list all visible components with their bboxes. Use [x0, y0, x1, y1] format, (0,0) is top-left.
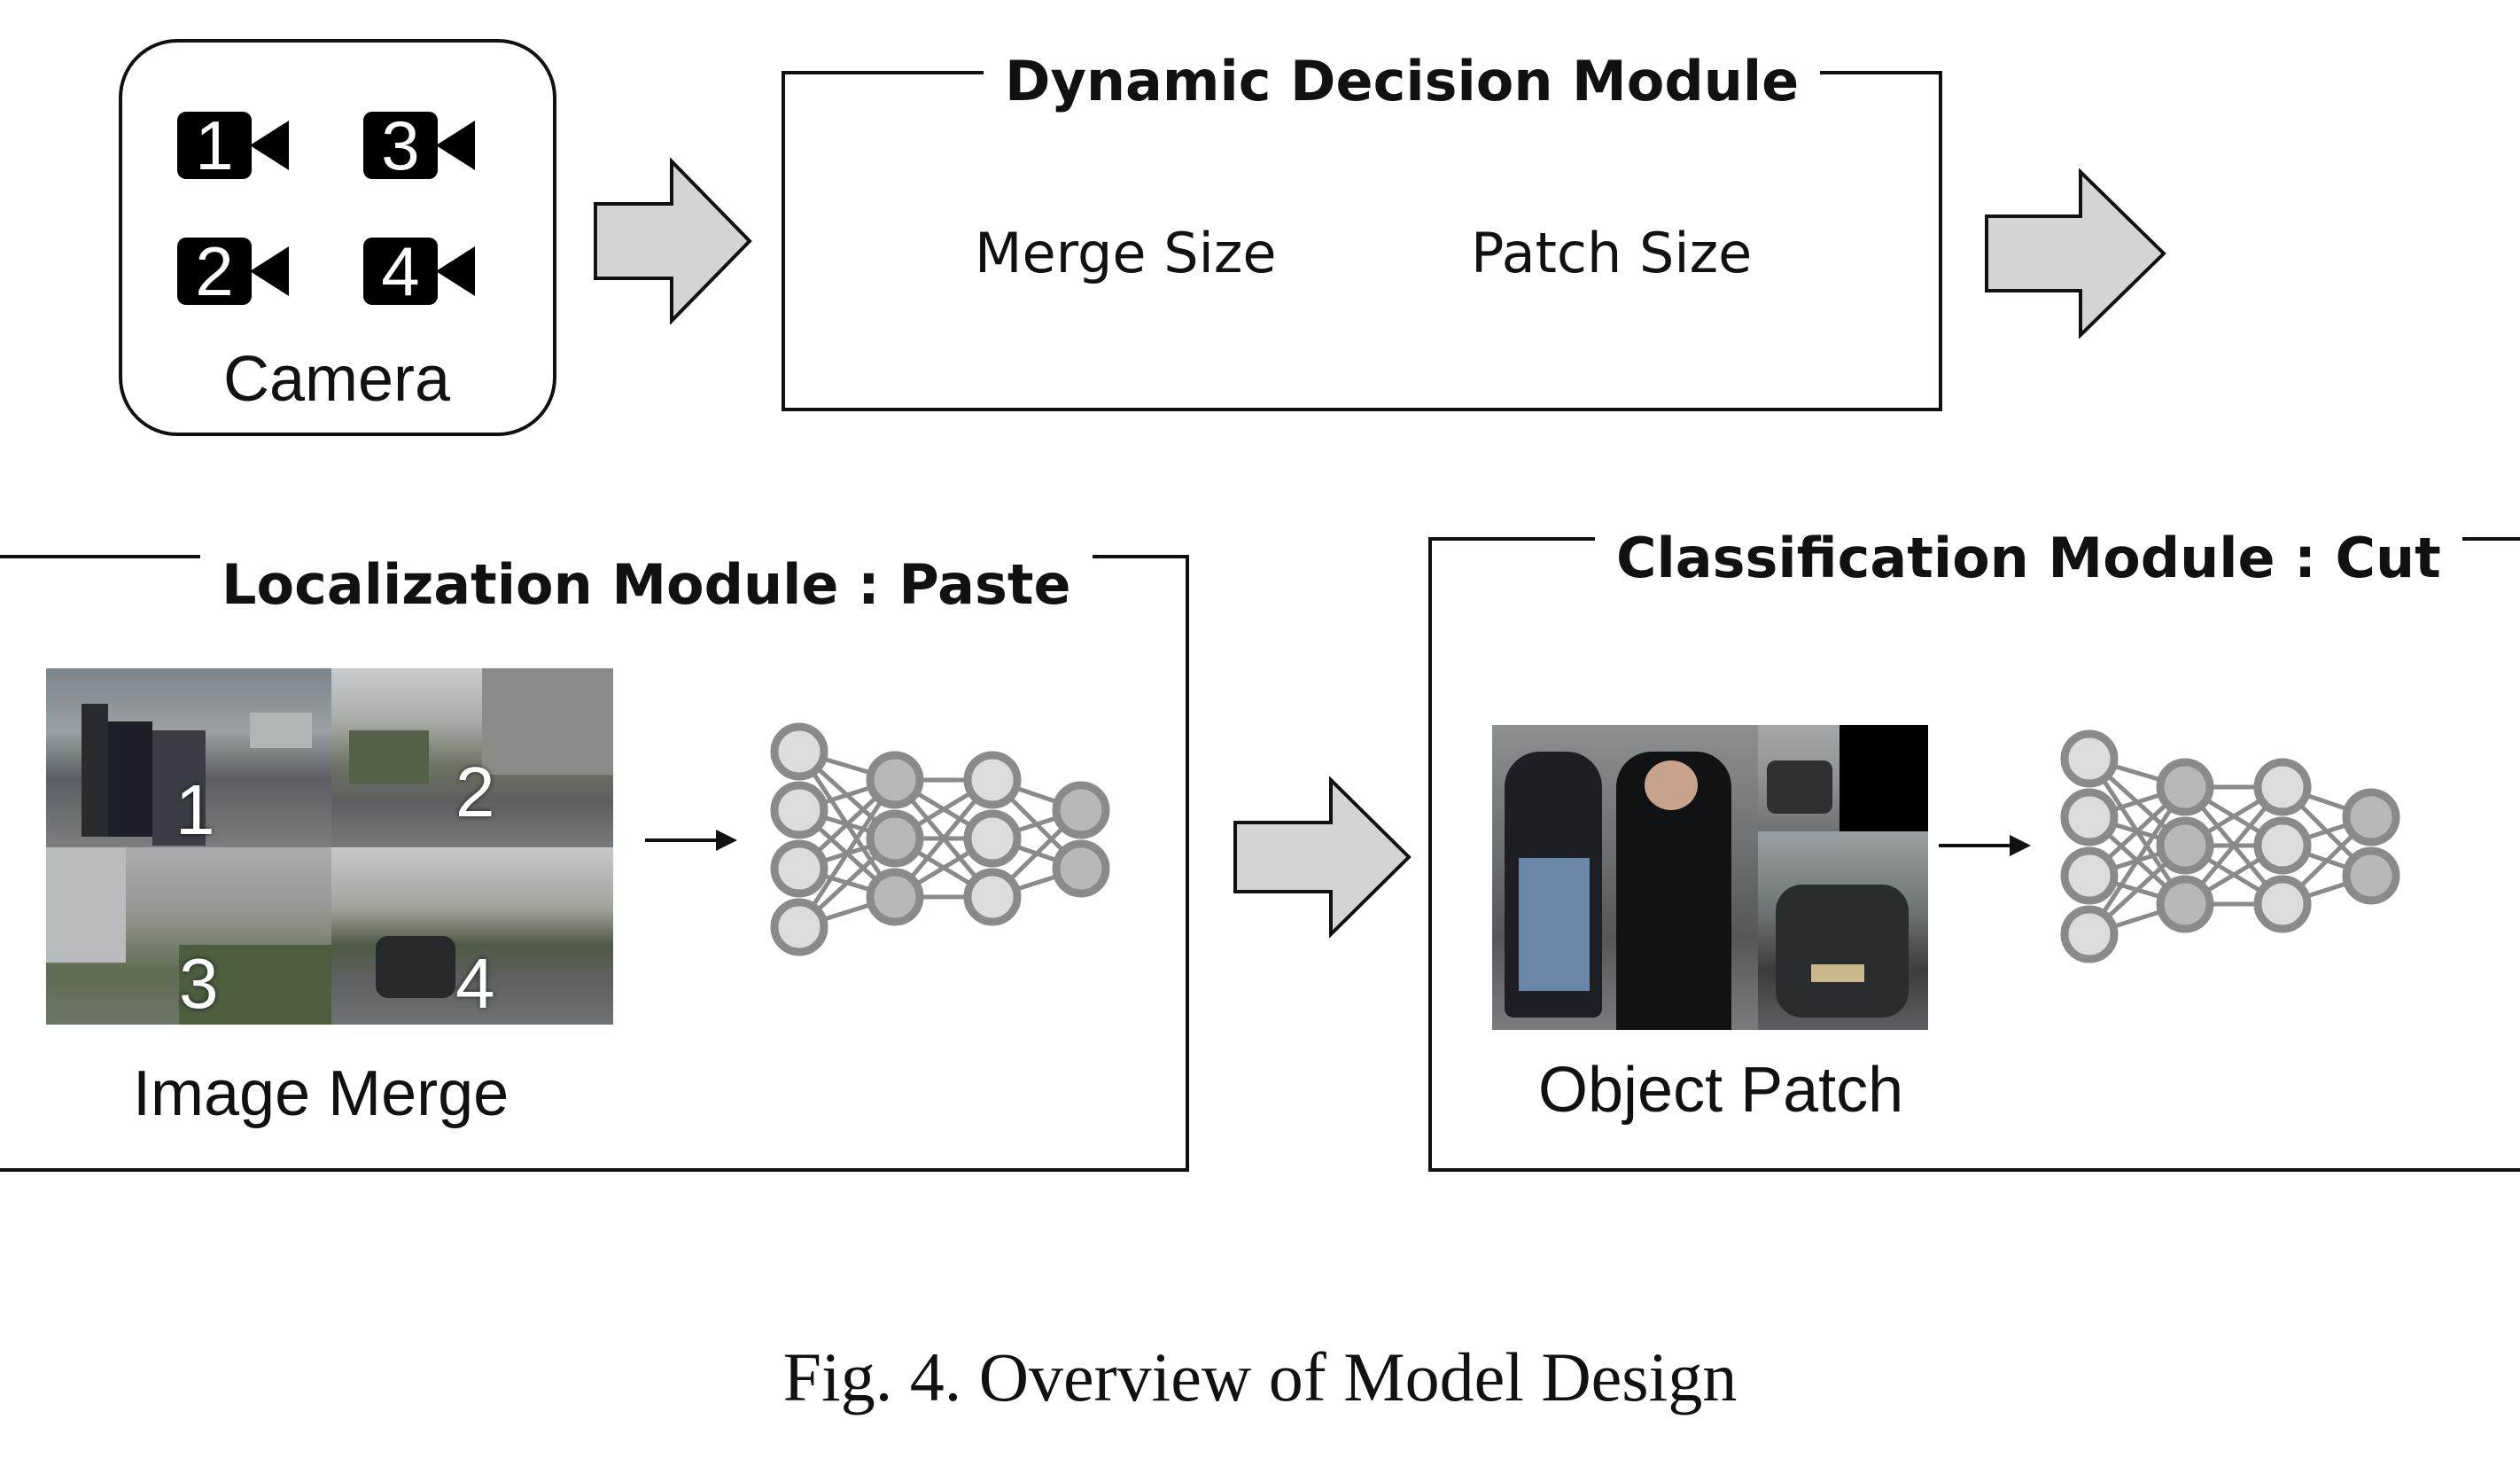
- video-camera-icon: 4: [363, 232, 475, 310]
- camera-icons: 1 3 2 4: [177, 106, 475, 310]
- small-arrow-icon: [645, 830, 737, 851]
- image-merge-label: Image Merge: [133, 1058, 509, 1129]
- merged-image-tile: 1: [46, 668, 331, 847]
- video-camera-icon: 2: [177, 232, 289, 310]
- flow-arrow-3: [1233, 776, 1412, 938]
- object-patch-tile: [1758, 831, 1928, 1030]
- camera-number: 3: [381, 106, 419, 184]
- neural-network-icon: [770, 722, 1110, 956]
- merged-image-tile: 3: [46, 847, 331, 1025]
- merged-image-tile: 4: [331, 847, 613, 1025]
- object-patch-tile: [1758, 725, 1839, 831]
- video-camera-icon: 3: [363, 106, 475, 184]
- dynamic-decision-module-title: Dynamic Decision Module: [984, 46, 1821, 117]
- camera-label: Camera: [223, 344, 451, 415]
- flow-arrow-1: [594, 158, 752, 324]
- object-patch-tile: [1492, 725, 1758, 1030]
- localization-module-title: Localization Module : Paste: [200, 550, 1093, 620]
- small-arrow-icon: [1939, 835, 2031, 856]
- camera-box: [119, 39, 556, 436]
- tile-number: 4: [455, 944, 495, 1023]
- tile-number: 1: [175, 770, 215, 847]
- object-patch-image: [1492, 725, 1928, 1030]
- video-camera-icon: 1: [177, 106, 289, 184]
- tile-number: 3: [179, 944, 219, 1023]
- dynamic-decision-module-box: [782, 71, 1942, 411]
- patch-size-label: Patch Size: [1471, 221, 1753, 285]
- merged-image-tile: 2: [331, 668, 613, 847]
- merge-size-label: Merge Size: [975, 221, 1277, 285]
- camera-number: 4: [381, 232, 419, 310]
- flow-arrow-2: [1985, 168, 2166, 339]
- camera-number: 1: [195, 106, 233, 184]
- figure-caption: Fig. 4. Overview of Model Design: [782, 1338, 1738, 1415]
- tile-number: 2: [455, 752, 495, 831]
- neural-network-icon: [2060, 729, 2400, 963]
- merged-image: 1 2 3 4: [46, 668, 613, 1025]
- camera-number: 2: [195, 232, 233, 310]
- object-patch-label: Object Patch: [1538, 1055, 1904, 1126]
- classification-module-title: Classification Module : Cut: [1595, 523, 2462, 594]
- object-patch-tile: [1839, 725, 1928, 831]
